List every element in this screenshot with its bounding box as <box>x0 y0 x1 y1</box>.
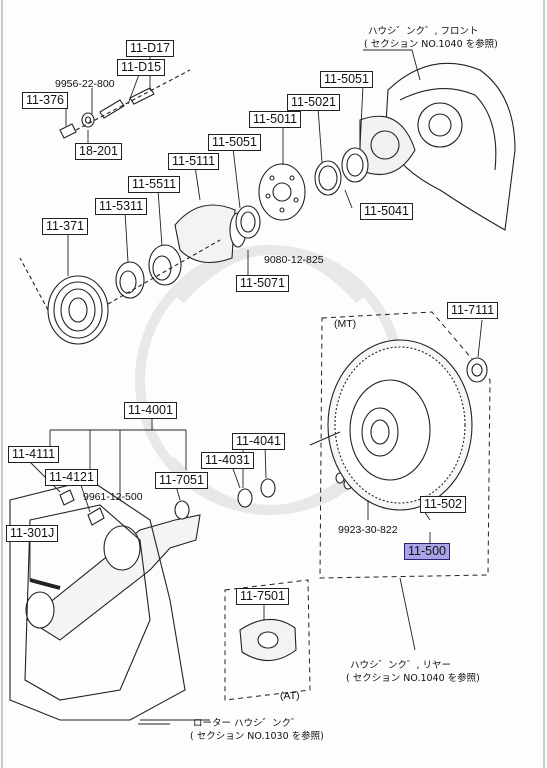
note-rear-housing-title: ハウシ゛ンク゛, リヤー <box>350 660 452 671</box>
label-11-5311[interactable]: 11-5311 <box>95 198 148 215</box>
label-11-5111[interactable]: 11-5111 <box>168 153 220 170</box>
note-rotor-housing-ref: ( セクション NO.1030 を参照) <box>190 731 324 742</box>
label-11-7051[interactable]: 11-7051 <box>155 472 208 489</box>
balance-weight <box>174 204 261 264</box>
label-11-301J[interactable]: 11-301J <box>6 525 59 542</box>
label-11-4121[interactable]: 11-4121 <box>45 469 98 486</box>
label-11-4031[interactable]: 11-4031 <box>201 452 254 469</box>
label-11-D17[interactable]: 11-D17 <box>126 40 175 57</box>
label-11-7501[interactable]: 11-7501 <box>236 588 289 605</box>
label-11-4001[interactable]: 11-4001 <box>124 402 177 419</box>
at-dashed-region <box>224 579 311 701</box>
note-rotor-housing-title: ローター ハウシ゛ンク゛ <box>193 718 301 729</box>
label-11-500-highlighted[interactable]: 11-500 <box>404 543 450 560</box>
part-number-9923-30-822: 9923-30-822 <box>338 524 398 536</box>
rotor-housing <box>9 479 210 721</box>
part-number-9080-12-825: 9080-12-825 <box>264 254 324 266</box>
mt-dashed-region <box>319 311 491 579</box>
label-11-502[interactable]: 11-502 <box>420 496 466 513</box>
rings-front <box>258 147 369 221</box>
leader-lines <box>29 49 483 725</box>
small-parts <box>59 472 353 526</box>
label-11-5071[interactable]: 11-5071 <box>236 275 289 292</box>
mt-tag: (MT) <box>334 318 357 330</box>
flywheel <box>309 339 473 511</box>
label-11-D15[interactable]: 11-D15 <box>117 59 166 76</box>
label-11-7111[interactable]: 11-7111 <box>447 302 499 319</box>
label-11-5051-top[interactable]: 11-5051 <box>320 71 373 88</box>
front-housing <box>359 62 516 231</box>
label-11-5051-mid[interactable]: 11-5051 <box>208 134 261 151</box>
note-rear-housing-ref: ( セクション NO.1040 を参照) <box>346 673 480 684</box>
label-11-4041[interactable]: 11-4041 <box>232 433 285 450</box>
pulley-assembly <box>19 239 221 345</box>
at-tag: (AT) <box>280 690 300 702</box>
label-11-5041[interactable]: 11-5041 <box>360 203 413 220</box>
label-11-376[interactable]: 11-376 <box>22 92 68 109</box>
label-11-4111[interactable]: 11-4111 <box>8 446 60 463</box>
note-front-housing-title: ハウシ゛ンク゛, フロント <box>368 26 479 37</box>
part-number-9961-12-500: 9961-12-500 <box>83 491 143 503</box>
note-front-housing-ref: ( セクション NO.1040 を参照) <box>364 39 498 50</box>
label-18-201[interactable]: 18-201 <box>75 143 122 160</box>
label-11-5511[interactable]: 11-5511 <box>128 176 181 193</box>
label-11-5021[interactable]: 11-5021 <box>287 94 340 111</box>
drive-plate <box>239 618 297 662</box>
label-11-371[interactable]: 11-371 <box>42 218 88 235</box>
part-number-9956-22-800: 9956-22-800 <box>55 78 115 90</box>
lock-nut <box>466 357 488 383</box>
label-11-5011[interactable]: 11-5011 <box>249 111 302 128</box>
bolt-washer <box>59 69 191 139</box>
